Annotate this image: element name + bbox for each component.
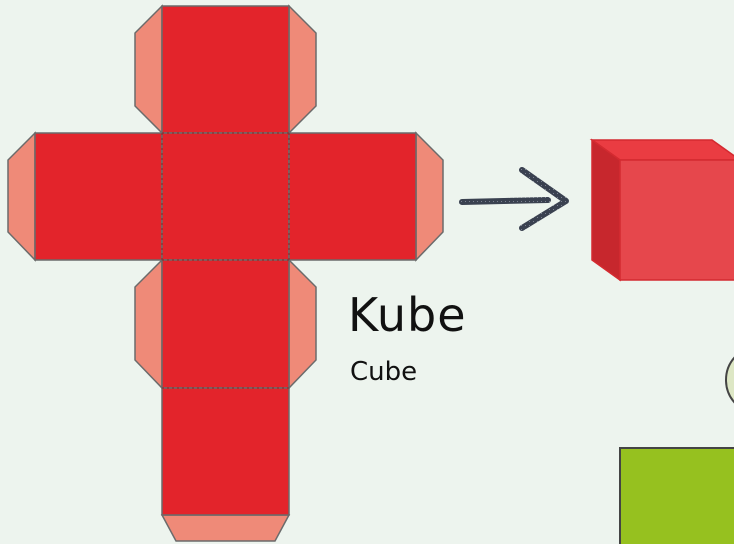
net-faces	[34, 5, 417, 516]
cube-3d	[589, 138, 734, 282]
flap-right	[415, 131, 444, 262]
partial-circle	[725, 356, 734, 404]
flap-bottom	[160, 514, 291, 542]
flap-lower-right	[288, 258, 317, 390]
shape-name-translation: Cube	[350, 357, 418, 387]
face-right	[288, 132, 417, 261]
face-left	[34, 132, 163, 261]
flap-lower-left	[134, 258, 163, 390]
flap-top-right	[288, 4, 317, 135]
cube-side-face	[591, 138, 621, 282]
face-bottom	[161, 387, 290, 516]
flap-left	[7, 131, 36, 262]
face-center	[161, 132, 290, 261]
cube-front-face	[619, 159, 734, 281]
green-shape	[619, 447, 734, 544]
right-arrow-icon	[459, 167, 569, 231]
face-top	[161, 5, 290, 134]
flap-top-left	[134, 4, 163, 135]
fold-lines	[161, 132, 290, 389]
face-lower	[161, 259, 290, 389]
shape-name-label: Kube	[348, 288, 467, 342]
